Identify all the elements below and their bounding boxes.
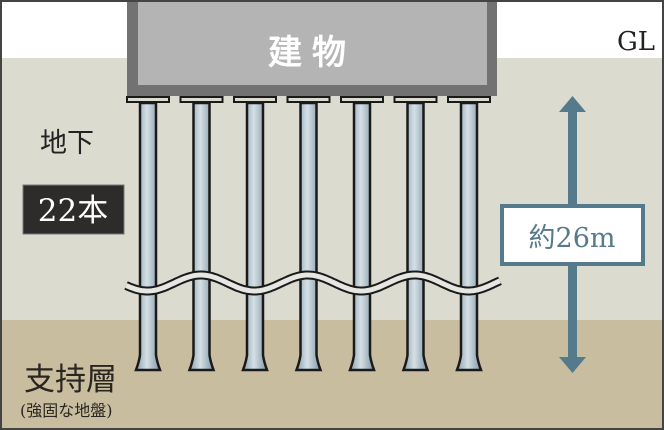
depth-label: 約26m — [529, 223, 616, 254]
piles — [126, 96, 491, 372]
pile — [447, 96, 491, 372]
pile-cap — [393, 96, 438, 103]
pile-cap — [286, 96, 331, 103]
break-line-stroke — [125, 272, 502, 294]
pile-cap — [340, 96, 384, 103]
pile-shaft — [241, 101, 269, 372]
pile-cap — [179, 96, 224, 103]
pile — [393, 96, 438, 372]
pile-shaft — [348, 101, 376, 372]
break-line — [124, 270, 502, 296]
bearing-layer — [0, 320, 664, 430]
arrow-down-icon — [559, 357, 586, 373]
underground-label: 地下 — [40, 128, 94, 159]
pile — [286, 96, 331, 372]
pile-shaft — [187, 101, 216, 372]
pile-shaft — [134, 101, 162, 372]
arrow-up-icon — [559, 96, 586, 112]
pile-cap — [126, 96, 170, 103]
pile-shaft — [294, 101, 323, 372]
pile-cap — [233, 96, 277, 103]
building-label: 建物 — [268, 33, 356, 73]
bearing-layer-sublabel: (強固な地盤) — [20, 401, 113, 420]
depth-arrow: 約26m — [500, 96, 645, 373]
pile-count-label: 22本 — [38, 193, 108, 229]
pile — [179, 96, 224, 372]
pile-cap — [447, 96, 491, 103]
building: 建物 — [127, 0, 497, 96]
pile-count-badge: 22本 — [22, 184, 125, 235]
ground-level-label: GL — [617, 27, 655, 57]
pile — [233, 96, 277, 372]
bearing-layer-label: 支持層 — [24, 362, 117, 398]
pile-shaft — [401, 101, 430, 372]
pile — [126, 96, 170, 372]
pile — [340, 96, 384, 372]
pile-shaft — [455, 101, 483, 372]
